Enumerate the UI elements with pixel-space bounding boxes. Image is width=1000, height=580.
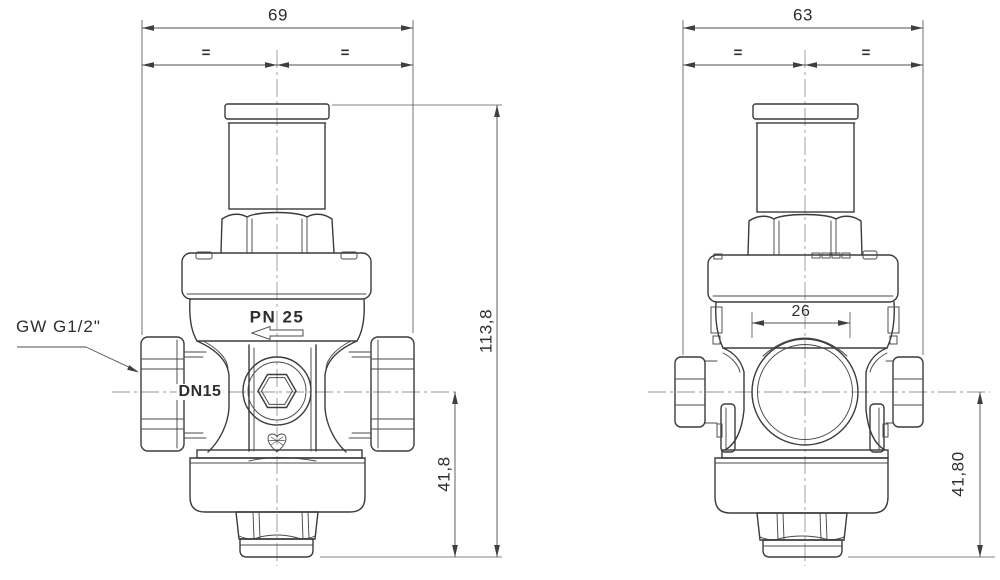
dimension-overall-width-side: 63 <box>792 5 814 25</box>
front-bonnet <box>220 211 335 254</box>
side-gauge-boss-outer <box>751 338 859 446</box>
side-clip-right <box>887 306 900 334</box>
front-view-linework <box>140 103 415 558</box>
side-bottom-cap <box>762 539 843 558</box>
front-spring-housing <box>181 252 372 300</box>
side-upper-body <box>715 301 895 349</box>
pn-rating-label: PN 25 <box>249 307 305 327</box>
front-bottom-cap <box>239 538 314 558</box>
hex-socket-outer <box>257 373 297 409</box>
front-right-union-nut <box>370 336 415 452</box>
flow-arrow <box>250 325 304 341</box>
front-bottom-plug <box>235 511 319 540</box>
thread-size-label: GW G1/2" <box>16 317 101 336</box>
front-cap-rim <box>224 103 330 120</box>
dimension-axis-height-side: 41,80 <box>948 451 968 497</box>
manufacturer-logo-icon <box>267 433 287 453</box>
side-spring-housing <box>707 254 899 303</box>
front-bottom-flange <box>196 449 363 459</box>
side-bottom-plug <box>756 512 848 541</box>
equal-symbol-side-right: = <box>861 44 871 62</box>
hex-socket-inner <box>260 377 294 405</box>
dn-size-label: DN15 <box>176 383 224 400</box>
front-bottom-housing <box>189 457 366 513</box>
equal-symbol-front-right: = <box>340 44 350 62</box>
side-clip-left <box>710 306 723 334</box>
equal-symbol-front-left: = <box>201 44 211 62</box>
centerlines <box>112 50 990 566</box>
front-boss-outer <box>242 356 312 426</box>
side-view-linework <box>674 103 924 558</box>
front-boss-inner <box>247 361 307 421</box>
side-port-right <box>892 356 924 428</box>
side-bonnet <box>747 213 863 256</box>
side-port-left <box>674 356 706 428</box>
dimension-overall-height-front: 113,8 <box>476 308 496 354</box>
side-gauge-boss-inner <box>757 344 853 440</box>
side-bottom-housing <box>714 457 889 514</box>
dimension-axis-height-front: 41,8 <box>434 456 454 492</box>
leader-arrowhead <box>127 365 139 373</box>
equal-symbol-side-left: = <box>733 44 743 62</box>
dimension-gauge-boss-width: 26 <box>791 303 811 320</box>
front-cap-cylinder <box>228 122 326 210</box>
side-cap-cylinder <box>756 122 855 213</box>
dimension-lines <box>17 20 995 558</box>
dimension-overall-width-front: 69 <box>267 5 289 25</box>
front-upper-body <box>189 298 365 342</box>
side-cap-rim <box>752 103 859 120</box>
thread-label-leader <box>17 346 139 373</box>
